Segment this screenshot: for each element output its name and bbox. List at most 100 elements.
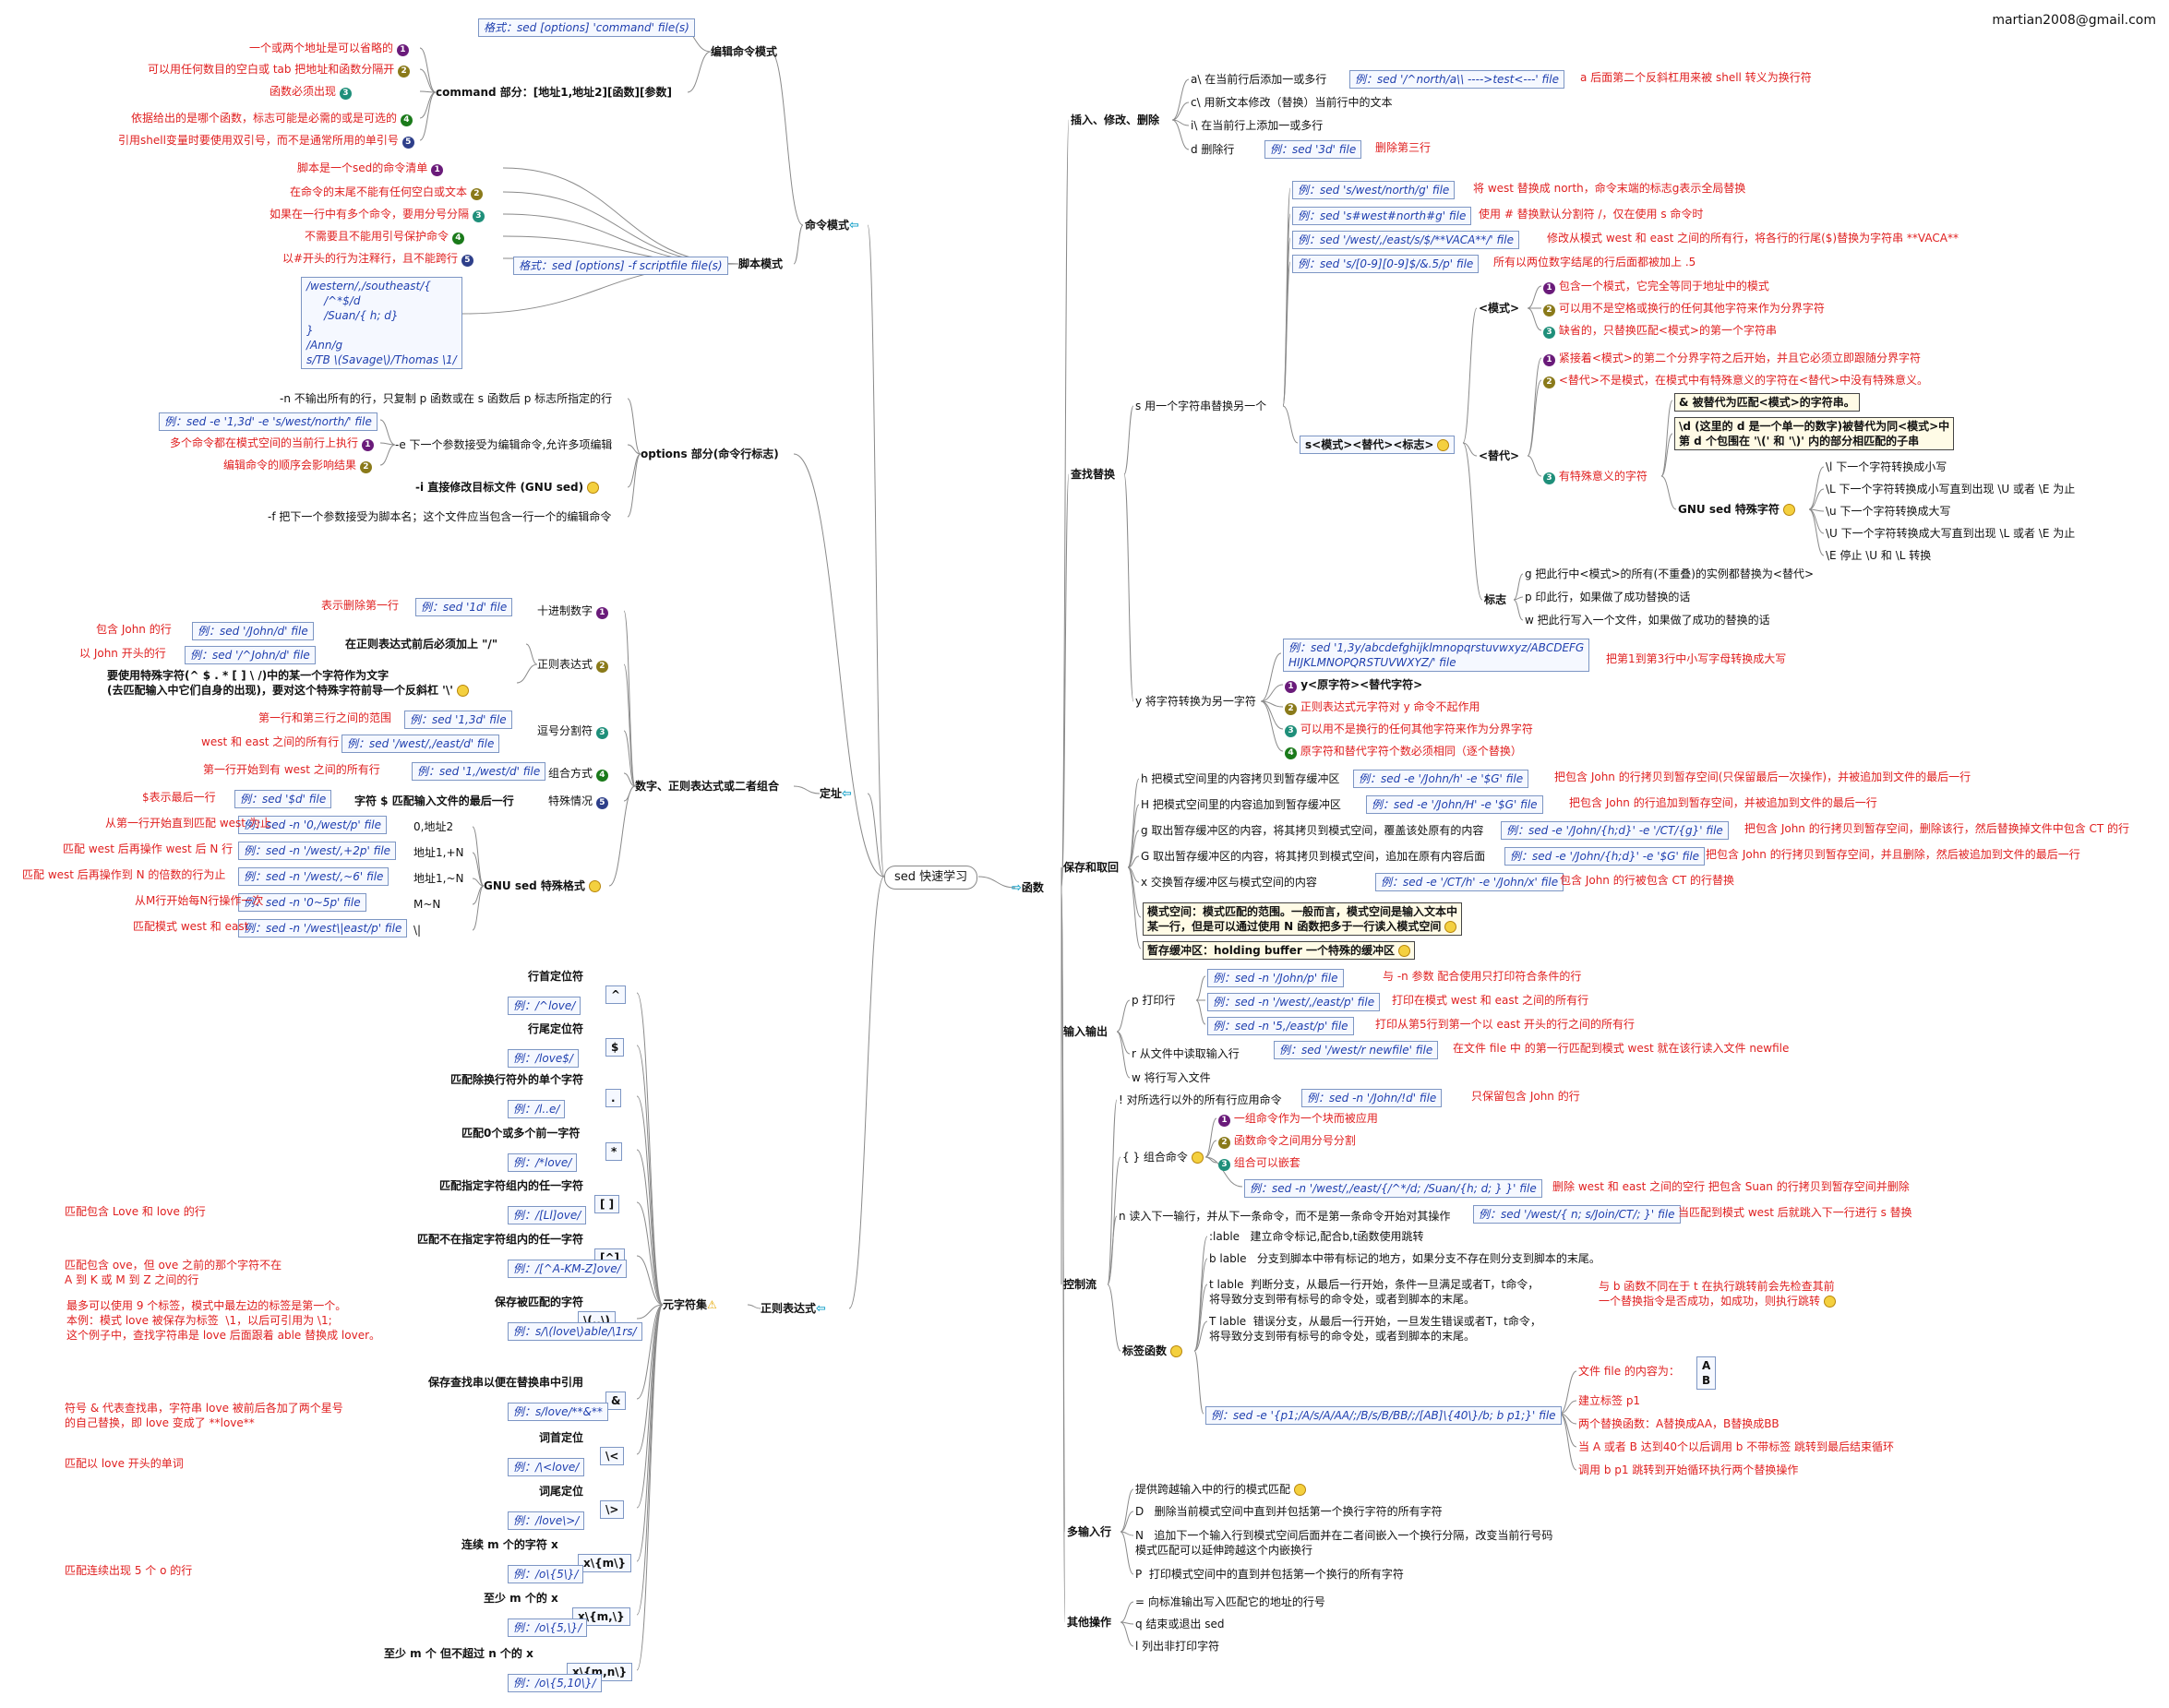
gnu-format-note: 匹配 west 后再操作 west 后 N 行 bbox=[63, 842, 234, 855]
connector-line bbox=[1660, 400, 1673, 477]
number-badge-icon: 5 bbox=[401, 137, 414, 149]
connector-line bbox=[636, 1255, 664, 1306]
connector-line bbox=[1660, 475, 1677, 510]
metachar-description: 匹配指定字符组内的任一字符 bbox=[439, 1179, 584, 1192]
hold-function-note: 把包含 John 的行拷贝到暂存空间，删除该行，然后替换掉文件中包含 CT 的行 bbox=[1744, 822, 2130, 835]
metachar-description: 词尾定位 bbox=[539, 1485, 584, 1498]
search-replace: 查找替换 bbox=[1071, 468, 1116, 481]
connector-line bbox=[1527, 379, 1542, 457]
command-part-item: 引用shell变量时要使用双引号，而不是通常所用的单引号 5 bbox=[118, 133, 414, 149]
node-text: 缺省的，只替换匹配<模式>的第一个字符串 bbox=[1558, 324, 1777, 337]
combo-label: 组合方式 4 bbox=[548, 766, 608, 782]
connector-line bbox=[1559, 1413, 1577, 1471]
label-function-item: b lable 分支到脚本中带有标记的地方，如果分支不存在则分支到脚本的末尾。 bbox=[1209, 1252, 1600, 1265]
number-badge-icon: 1 bbox=[1543, 354, 1555, 366]
lightbulb-icon bbox=[1437, 439, 1450, 451]
connector-line bbox=[1127, 804, 1140, 868]
connector-line bbox=[1513, 596, 1524, 601]
metachar-symbol: \> bbox=[600, 1500, 625, 1519]
special-note: $表示最后一行 bbox=[142, 791, 216, 804]
pattern-space-note: 模式空间：模式匹配的范围。一般而言，模式空间是输入文本中 某一行，但是可以通过使… bbox=[1143, 902, 1463, 936]
flag-label: 标志 bbox=[1484, 593, 1507, 606]
regex-example-1: 例：sed '/John/d' file bbox=[192, 622, 314, 640]
node-text: 引用shell变量时要使用双引号，而不是通常所用的单引号 bbox=[118, 134, 399, 147]
t-note: 与 b 函数不同在于 t 在执行跳转前会先检查其前 一个替换指令是否成功，如成功… bbox=[1599, 1280, 1837, 1308]
metachar-description: 行首定位符 bbox=[528, 970, 584, 983]
connector-line bbox=[1171, 119, 1190, 150]
combo-note: 第一行开始到有 west 之间的所有行 bbox=[203, 763, 380, 776]
expand-arrow-icon[interactable]: ⇦ bbox=[816, 1302, 826, 1316]
connector-line bbox=[627, 444, 641, 455]
connector-line bbox=[1127, 778, 1140, 868]
gnu-format-note: 从M行开始每N行操作一次 bbox=[135, 894, 264, 907]
gnu-format-example: 例：sed -n '/west/,~6' file bbox=[238, 867, 389, 886]
node-text: 原字符和替代字符个数必须相同（逐个替换） bbox=[1300, 745, 1522, 758]
connector-line bbox=[1127, 855, 1140, 868]
expand-arrow-icon[interactable]: ⇦ bbox=[842, 787, 852, 801]
hold-function-note: 把包含 John 的行追加到暂存空间，并被追加到文件的最后一行 bbox=[1569, 796, 1877, 809]
metachar-symbol: . bbox=[605, 1089, 621, 1107]
insert-modify-delete: 插入、修改、删除 bbox=[1071, 113, 1160, 126]
branch-regex: 正则表达式 ⇦ bbox=[761, 1302, 826, 1316]
insert-function-label: a\ 在当前行后添加一或多行 bbox=[1191, 73, 1327, 86]
y-example: 例：sed '1,3y/abcdefghijklmnopqrstuvwxyz/A… bbox=[1283, 639, 1590, 672]
metachar-example: 例：/l..e/ bbox=[508, 1100, 566, 1118]
metachar-example: 例：s/\(love\)able/\1rs/ bbox=[508, 1322, 642, 1341]
connector-line bbox=[636, 1201, 664, 1306]
gnu-char-item: \u 下一个字符转换成大写 bbox=[1826, 505, 1951, 518]
other-item: = 向标准输出写入匹配它的地址的行号 bbox=[1135, 1595, 1325, 1608]
number-badge-icon: 3 bbox=[339, 88, 352, 100]
connector-line bbox=[472, 885, 485, 931]
connector-line bbox=[472, 878, 485, 887]
metachar-description: 词首定位 bbox=[539, 1431, 584, 1444]
insert-function-label: d 删除行 bbox=[1191, 143, 1235, 156]
connector-line bbox=[1193, 1320, 1208, 1352]
hold-function-label: H 把模式空间里的内容追加到暂存缓冲区 bbox=[1141, 798, 1341, 811]
gnu-format-example: 例：sed -n '/west\|east/p' file bbox=[238, 919, 408, 938]
connector-line bbox=[1193, 1236, 1208, 1352]
s-example-note: 使用 # 替换默认分割符 /，仅在使用 s 命令时 bbox=[1479, 208, 1704, 221]
connector-line bbox=[1513, 573, 1524, 601]
metachar-symbol: * bbox=[605, 1142, 623, 1161]
node-text: 以#开头的行为注释行，且不能跨行 bbox=[282, 252, 459, 265]
multiline-item: 提供跨越输入中的行的模式匹配 bbox=[1135, 1482, 1307, 1497]
node-text: y<原字符><替代字符> bbox=[1300, 678, 1423, 691]
p-note: 打印从第5行到第一个以 east 开头的行之间的所有行 bbox=[1375, 1018, 1635, 1031]
connector-line bbox=[627, 453, 641, 518]
connector-line bbox=[636, 1304, 664, 1400]
node-text: 有特殊意义的字符 bbox=[1558, 470, 1648, 483]
flag-item: w 把此行写入一个文件，如果做了成功的替换的话 bbox=[1525, 614, 1770, 627]
connector-line bbox=[636, 1304, 664, 1455]
s-function: s 用一个字符串替换另一个 bbox=[1135, 400, 1267, 412]
lightbulb-icon bbox=[588, 880, 601, 892]
command-part-item: 函数必须出现 3 bbox=[270, 84, 352, 100]
replace-special-label: 3 有特殊意义的字符 bbox=[1543, 469, 1648, 484]
node-text: 紧接着<模式>的第二个分界字符之后开始，并且它必须立即跟随分界字符 bbox=[1558, 352, 1921, 364]
branch-addressing: 定址 ⇦ bbox=[820, 787, 852, 801]
y-rule-item: 3 可以用不是换行的任何其他字符来作为分界字符 bbox=[1285, 722, 1533, 737]
metachar-note: 匹配包含 ove，但 ove 之前的那个字符不在 A 到 K 或 M 到 Z 之… bbox=[65, 1259, 282, 1286]
r-example: 例：sed '/west/r newfile' file bbox=[1274, 1041, 1439, 1059]
lightbulb-icon bbox=[1782, 504, 1795, 516]
y-note: 把第1到第3行中小写字母转换成大写 bbox=[1606, 652, 1787, 665]
gnu-special-format: GNU sed 特殊格式 bbox=[484, 878, 601, 893]
gnu-format-label: M~N bbox=[413, 898, 441, 911]
expand-arrow-icon[interactable]: ⇨ bbox=[1012, 881, 1022, 895]
connector-line bbox=[419, 68, 437, 93]
gnu-format-label: 地址1,+N bbox=[413, 846, 464, 859]
metachar-example: 例：s/love/**&** bbox=[508, 1403, 608, 1421]
hold-function-label: g 取出暂存缓冲区的内容，将其拷贝到模式空间，覆盖该处原有的内容 bbox=[1141, 824, 1484, 837]
metachar-example: 例：/*love/ bbox=[508, 1153, 578, 1172]
s-example-note: 将 west 替换成 north，命令末端的标志g表示全局替换 bbox=[1473, 182, 1746, 195]
option-e: -e 下一个参数接受为编辑命令,允许多项编辑 bbox=[395, 438, 613, 451]
number-badge-icon: 1 bbox=[1218, 1115, 1230, 1127]
command-part-item: 可以用任何数目的空白或 tab 把地址和函数分隔开 2 bbox=[148, 62, 411, 78]
gnu-format-example: 例：sed -n '0~5p' file bbox=[238, 893, 366, 912]
node-text: 特殊情况 bbox=[548, 794, 593, 807]
file-content-label: 文件 file 的内容为： bbox=[1578, 1365, 1680, 1378]
hold-and-get: 保存和取回 bbox=[1063, 861, 1120, 874]
gnu-special-chars: GNU sed 特殊字符 bbox=[1678, 502, 1795, 517]
connector-line bbox=[687, 51, 712, 93]
pattern-item: 3 缺省的，只替换匹配<模式>的第一个字符串 bbox=[1543, 323, 1777, 339]
expand-arrow-icon[interactable]: ⇦ bbox=[849, 219, 859, 233]
